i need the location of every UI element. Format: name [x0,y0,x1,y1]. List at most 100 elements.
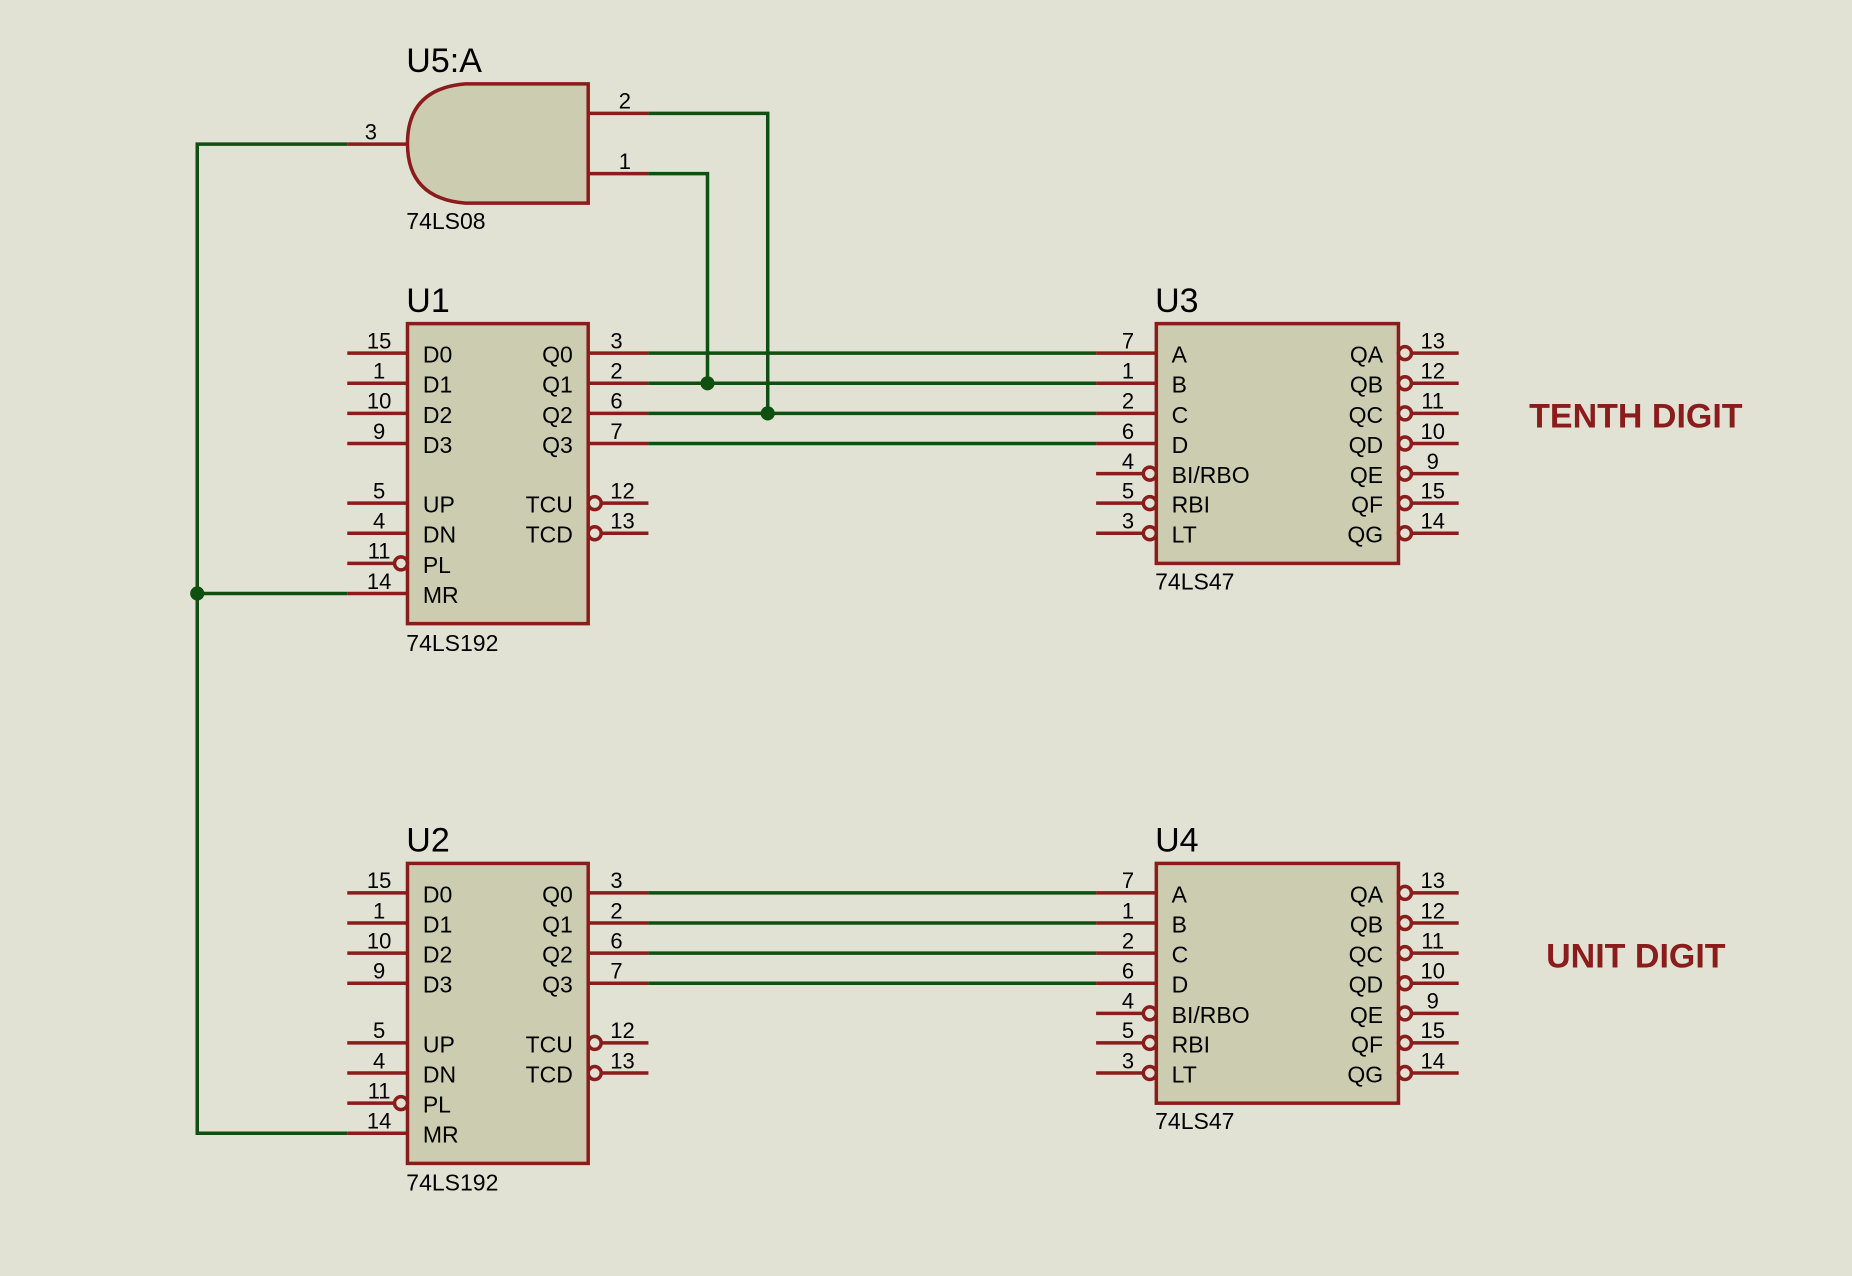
inversion-bubble [1141,525,1159,542]
pin-number: 7 [610,959,622,984]
inversion-bubble [1396,944,1414,962]
pin-number: 15 [367,868,391,893]
chip-body [405,321,590,626]
decoder-pin-lt: 3LT [1096,1048,1197,1087]
inversion-bubble [1141,1064,1159,1082]
pin-name: C [1172,402,1189,428]
wire-gate-in-q1 [648,171,710,384]
pin-name: D3 [423,432,452,458]
pin-name: MR [423,582,459,608]
pin-name: QC [1349,402,1384,428]
inversion-bubble [1141,465,1159,482]
pin-number: 5 [373,478,385,503]
inversion-bubble [1396,1064,1414,1082]
pin-number: 12 [610,1018,634,1043]
pin-number: 6 [1122,959,1134,984]
pin-number: 14 [1420,509,1444,534]
inversion-bubble [392,1094,410,1112]
pin-name: QA [1350,342,1384,368]
pin-name: D2 [423,942,452,968]
inversion-bubble [1396,975,1414,992]
decoder-pin-birbo: 4BI/RBO [1096,449,1250,488]
chip-body [405,861,590,1166]
pin-name: RBI [1172,1031,1210,1057]
wires [190,111,1097,1136]
counter-pin-d3: 9D3 [347,959,452,998]
pin-number: 3 [1122,1048,1134,1073]
pin-name: QF [1351,492,1383,518]
pin-number: 5 [1122,1018,1134,1043]
pin-number: 14 [367,1109,391,1134]
junction-dot [700,376,715,391]
pin-name: TCD [526,522,573,548]
pin-number: 12 [1420,359,1444,384]
pin-name: UP [423,492,455,518]
pin-name: QE [1350,1002,1383,1028]
pin-name: D1 [423,911,452,937]
counter-pin-q3: 7Q3 [542,959,649,998]
decoder-pin-a: 7A [1096,868,1188,907]
gate-part-number: 74LS08 [406,208,485,234]
counter-pin-d1: 1D1 [347,359,452,398]
pin-number: 13 [1420,328,1444,353]
pin-number: 13 [610,1048,634,1073]
inversion-bubble [1396,1034,1414,1052]
inversion-bubble [392,555,410,572]
pin-number: 6 [1122,419,1134,444]
pin-number: 13 [610,509,634,534]
inversion-bubble [1396,435,1414,452]
pin-name: A [1172,342,1188,368]
counter-u2: U274LS19215D01D110D29D35UP4DN11PL14MR3Q0… [347,822,649,1196]
pin-name: QC [1349,942,1384,968]
chip-part-number: 74LS192 [406,1170,498,1196]
inversion-bubble [1396,1005,1414,1022]
pin-name: Q2 [542,402,573,428]
pin-number: 1 [1122,359,1134,384]
chip-part-number: 74LS47 [1155,568,1234,594]
pin-number: 1 [619,149,631,174]
pin-name: D0 [423,881,452,907]
counter-pin-q1: 2Q1 [542,359,649,398]
chip-reference: U1 [406,282,449,320]
counter-pin-q0: 3Q0 [542,328,649,368]
pin-number: 3 [610,328,622,353]
junction-dot [760,406,775,421]
pin-number: 3 [610,868,622,893]
pin-name: BI/RBO [1172,462,1250,488]
pin-name: BI/RBO [1172,1002,1250,1028]
inversion-bubble [1141,494,1159,512]
decoder-pin-qe: 9QE [1350,449,1459,488]
decoder-pin-qe: 9QE [1350,989,1459,1028]
chip-body [1154,321,1401,566]
counter-pin-q0: 3Q0 [542,868,649,907]
wire-gate-in-q2 [648,111,770,414]
pin-name: UP [423,1031,455,1057]
counter-pin-q2: 6Q2 [542,928,649,968]
pin-number: 3 [1122,509,1134,534]
pin-number: 7 [1122,328,1134,353]
pin-name: Q1 [542,372,573,398]
counter-pin-dn: 4DN [347,509,456,548]
pin-name: LT [1172,522,1197,548]
pin-name: PL [423,552,451,578]
pin-name: Q3 [542,432,573,458]
gate-reference: U5:A [406,42,482,80]
inversion-bubble [1141,1034,1159,1052]
pin-name: D1 [423,372,452,398]
pin-number: 2 [1122,928,1134,953]
pin-name: Q1 [542,911,573,937]
pin-number: 5 [1122,478,1134,503]
